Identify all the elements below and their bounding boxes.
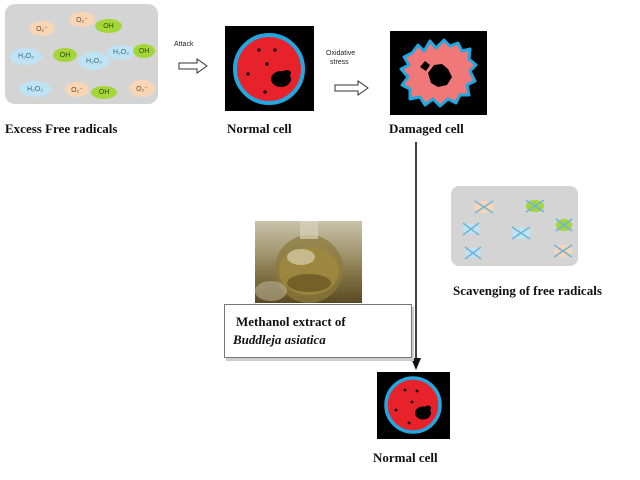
free-radicals-label: Excess Free radicals	[5, 121, 118, 136]
normal-cell-label: Normal cell	[227, 121, 292, 136]
hydroxyl-radical: OH	[95, 19, 122, 33]
oxidative-label-line2: stress	[330, 59, 349, 66]
superoxide-radical: O₂⁻	[69, 12, 95, 27]
normal-cell-icon	[384, 376, 442, 434]
scavenging-label: Scavenging of free radicals	[453, 283, 602, 298]
hydroxyl-radical: OH	[53, 48, 77, 62]
superoxide-radical: O₂⁻	[129, 80, 155, 97]
hydrogen-peroxide: H₂O₂	[19, 81, 51, 97]
hydrogen-peroxide: H₂O₂	[107, 45, 135, 60]
oxidative-label-line1: Oxidative	[326, 50, 356, 57]
free-radicals-box: O₂⁻ O₂⁻ OH OH H₂O₂ H₂O₂ H₂O₂ OH H₂O₂ O₂⁻…	[5, 4, 158, 104]
damaged-cell-label: Damaged cell	[389, 121, 464, 136]
oxidative-stress-arrow	[334, 80, 369, 96]
normal-cell-bottom-label: Normal cell	[373, 450, 438, 465]
attack-label: Attack	[174, 41, 194, 48]
extract-label-line1: Methanol extract of	[236, 314, 346, 329]
extract-label-line2: Buddleja asiatica	[233, 332, 326, 347]
recovery-arrow	[411, 142, 421, 370]
hydrogen-peroxide: H₂O₂	[10, 48, 42, 65]
hydroxyl-radical: OH	[133, 44, 155, 58]
hydrogen-peroxide: H₂O₂	[78, 52, 110, 70]
attack-arrow	[178, 58, 208, 74]
normal-cell-top	[225, 26, 314, 111]
scavenging-box	[451, 186, 578, 266]
damaged-cell-icon	[399, 38, 478, 108]
normal-cell-icon	[233, 33, 305, 105]
normal-cell-bottom	[377, 372, 450, 439]
damaged-cell	[390, 31, 487, 115]
superoxide-radical: O₂⁻	[29, 21, 55, 36]
flask-icon	[255, 221, 343, 303]
scavenged-radicals	[462, 199, 573, 260]
hydroxyl-radical: OH	[91, 86, 117, 99]
superoxide-radical: O₂⁻	[65, 82, 89, 97]
extract-flask-photo	[255, 221, 362, 303]
extract-label-box	[224, 304, 412, 358]
